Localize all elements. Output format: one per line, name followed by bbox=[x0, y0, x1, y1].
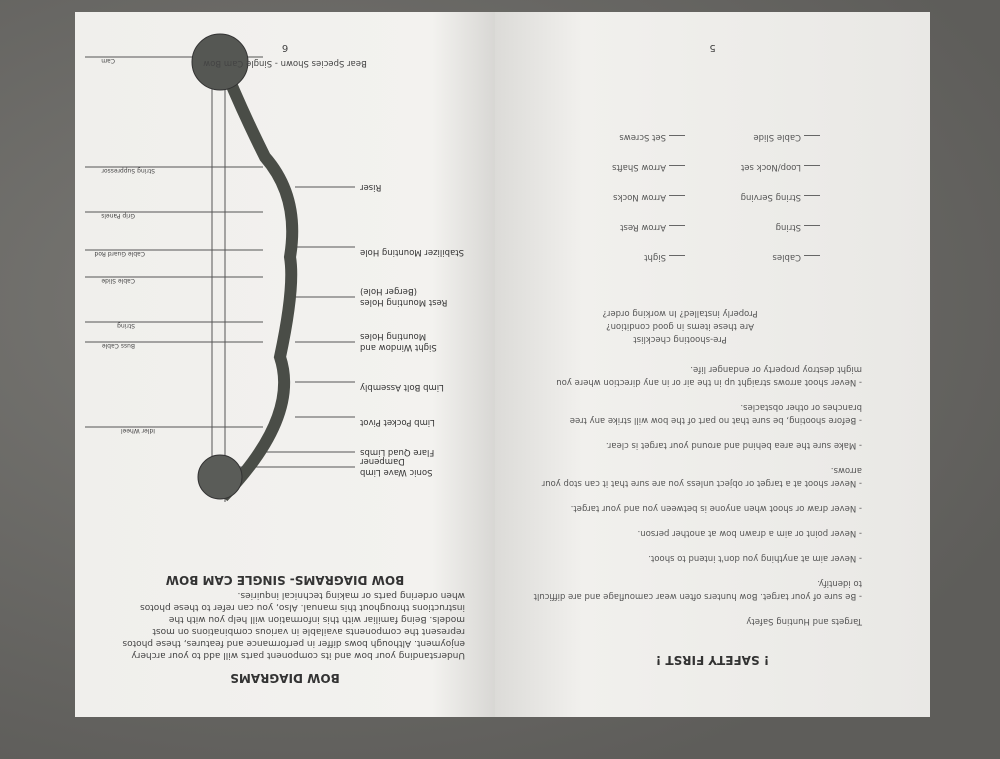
checklist-items: Cables Sight String Arrow Rest String Se… bbox=[560, 132, 820, 262]
label-string: String bbox=[117, 322, 135, 329]
label-buss-cable: Buss Cable bbox=[101, 342, 135, 349]
safety-title: ! SAFETY FIRST ! bbox=[655, 653, 770, 667]
checklist-header: Pre-shooting checklist Are these items i… bbox=[550, 306, 810, 345]
bullet: - Never draw or shoot when anyone is bet… bbox=[570, 503, 862, 513]
bullet: - Never shoot at a target or object unle… bbox=[541, 465, 862, 488]
safety-body: Targets and Hunting Safety - Be sure of … bbox=[532, 350, 862, 627]
label-limb-pocket-pivot: Limb Pocket Pivot bbox=[360, 417, 435, 427]
checklist-item: String Serving bbox=[695, 192, 820, 202]
booklet: ! SAFETY FIRST ! Targets and Hunting Saf… bbox=[75, 12, 930, 717]
page-5: ! SAFETY FIRST ! Targets and Hunting Saf… bbox=[495, 12, 930, 717]
bullet: - Never point or aim a drawn bow at anot… bbox=[637, 528, 862, 538]
label-stabilizer-hole: Stabilizer Mounting Hole bbox=[360, 247, 464, 257]
section-heading: Targets and Hunting Safety bbox=[746, 616, 862, 626]
checklist-item: Sight bbox=[560, 252, 685, 262]
bullet: - Before shooting, be sure that no part … bbox=[569, 402, 862, 425]
checklist-item: Cable Slide bbox=[695, 132, 820, 142]
idler-wheel-icon bbox=[197, 454, 243, 500]
label-sight-window: Sight Window and Mounting Holes bbox=[360, 331, 437, 352]
page-number: 6 bbox=[281, 42, 289, 53]
checklist-question: Are these items in good condition? bbox=[606, 321, 754, 331]
label-cable-guard-rod: Cable Guard Rod bbox=[94, 250, 145, 257]
bullet: - Never shoot arrows straight up in the … bbox=[556, 364, 862, 387]
cam-icon bbox=[191, 33, 249, 91]
bow-diagram bbox=[85, 33, 355, 502]
checklist-question: Properly installed? In working order? bbox=[602, 308, 758, 318]
checklist-item: Cables bbox=[695, 252, 820, 262]
checklist-title: Pre-shooting checklist bbox=[633, 334, 727, 344]
label-cable-slide: Cable Slide bbox=[101, 277, 135, 284]
label-idler-wheel: Idler Wheel bbox=[120, 427, 155, 434]
page-number: 5 bbox=[709, 42, 716, 53]
diagram-caption: Bear Species Shown - Single Cam Bow bbox=[203, 58, 367, 68]
checklist-item: Arrow Shafts bbox=[560, 162, 685, 172]
label-limb-dampener: Sonic Wave Limb Dampener bbox=[360, 456, 433, 477]
label-limb-bolt: Limb Bolt Assembly bbox=[360, 382, 444, 392]
label-grip-panels: Grip Panels bbox=[101, 212, 135, 219]
checklist-item: Set Screws bbox=[560, 132, 685, 142]
label-riser: Riser bbox=[360, 182, 382, 192]
bullet: - Be sure of your target. Bow hunters of… bbox=[533, 578, 862, 601]
label-flare-quad-limbs: Flare Quad Limbs bbox=[360, 447, 435, 457]
checklist-item: String bbox=[695, 222, 820, 232]
checklist-item: Arrow Rest bbox=[560, 222, 685, 232]
label-rest-mounting: Rest Mounting Holes (Berger Hole) bbox=[360, 286, 448, 307]
page-6: BOW DIAGRAMS Understanding your bow and … bbox=[75, 12, 495, 717]
bullet: - Make sure the area behind and around y… bbox=[605, 440, 862, 450]
checklist-item: Loop/Nock set bbox=[695, 162, 820, 172]
bullet: - Never aim at anything you don't intend… bbox=[648, 553, 862, 563]
checklist-item: Arrow Nocks bbox=[560, 192, 685, 202]
label-string-suppressor: String Suppressor bbox=[101, 167, 155, 174]
